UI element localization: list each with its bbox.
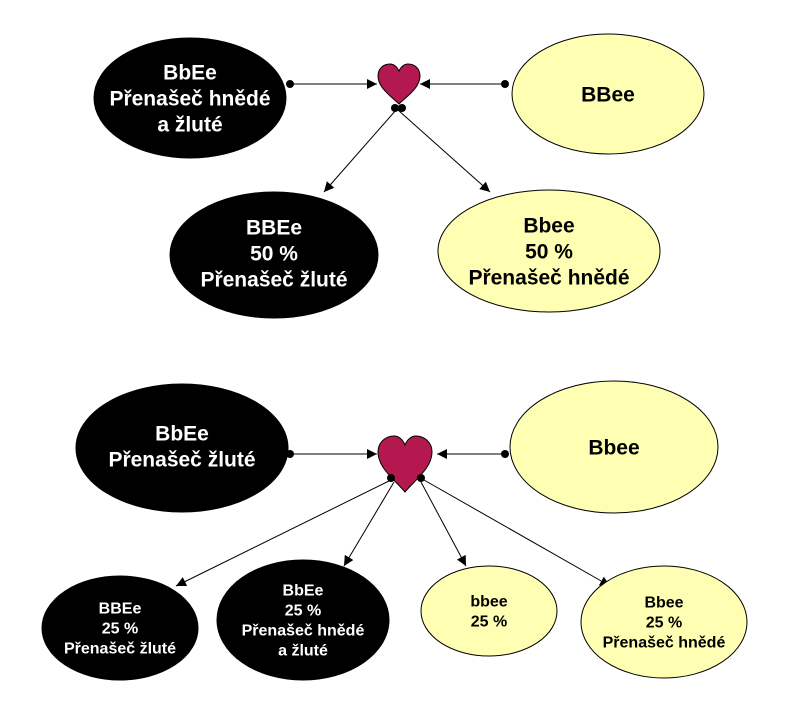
label-line: BBEe bbox=[99, 601, 142, 618]
top-heart-dot-right bbox=[398, 104, 406, 112]
bottom-heart-icon bbox=[377, 435, 433, 493]
label-line: 50 % bbox=[525, 240, 573, 263]
label-line: BBEe bbox=[246, 216, 302, 239]
label-line: Bbee bbox=[644, 595, 683, 612]
bottom-child-1-label: BBEe 25 % Přenašeč žluté bbox=[64, 601, 176, 658]
top-heart-to-child-1-arrow bbox=[323, 109, 397, 193]
label-line: BBee bbox=[581, 83, 635, 106]
top-child-2-label: Bbee 50 % Přenašeč hnědé bbox=[468, 214, 629, 289]
label-line: Přenašeč hnědé bbox=[603, 635, 726, 652]
top-child-1-label: BBEe 50 % Přenašeč žluté bbox=[200, 216, 347, 291]
bottom-child-2-node: BbEe 25 % Přenašeč hnědé a žluté bbox=[216, 559, 390, 681]
top-right-connector-dot bbox=[501, 80, 509, 88]
label-line: a žluté bbox=[157, 113, 222, 136]
bottom-heart-to-child-1-arrow bbox=[175, 479, 392, 587]
label-line: Přenašeč hnědé bbox=[468, 266, 629, 289]
label-line: Přenašeč žluté bbox=[64, 641, 176, 658]
label-line: a žluté bbox=[278, 643, 328, 660]
bottom-heart-to-child-3-arrow bbox=[420, 481, 467, 567]
top-heart-to-child-2-arrow bbox=[397, 109, 491, 193]
label-line: 25 % bbox=[285, 603, 321, 620]
top-child-2-node: Bbee 50 % Přenašeč hnědé bbox=[437, 189, 661, 313]
bottom-parent-right-node: Bbee bbox=[509, 380, 719, 514]
top-child-1-node: BBEe 50 % Přenašeč žluté bbox=[169, 191, 379, 319]
top-parent-right-label: BBee bbox=[581, 83, 635, 106]
label-line: Přenašeč hnědé bbox=[109, 87, 270, 110]
label-line: BbEe bbox=[155, 422, 209, 445]
label-line: Přenašeč hnědé bbox=[242, 623, 365, 640]
bottom-heart-to-child-4-arrow bbox=[423, 479, 611, 587]
label-line: 50 % bbox=[250, 242, 298, 265]
bottom-parent-right-label: Bbee bbox=[588, 436, 639, 459]
label-line: 25 % bbox=[102, 621, 138, 638]
top-parent-right-node: BBee bbox=[511, 33, 705, 155]
label-line: 25 % bbox=[471, 614, 507, 631]
bottom-right-connector-dot bbox=[501, 450, 509, 458]
label-line: BbEe bbox=[163, 61, 217, 84]
label-line: BbEe bbox=[283, 583, 324, 600]
label-line: bbee bbox=[470, 594, 507, 611]
top-heart-icon bbox=[377, 63, 421, 105]
bottom-heart-dot-right bbox=[417, 474, 425, 482]
bottom-child-4-label: Bbee 25 % Přenašeč hnědé bbox=[603, 595, 726, 652]
label-line: Bbee bbox=[588, 436, 639, 459]
label-line: Přenašeč žluté bbox=[108, 448, 255, 471]
top-left-connector-dot bbox=[286, 80, 294, 88]
top-heart-dot-left bbox=[391, 104, 399, 112]
label-line: 25 % bbox=[646, 615, 682, 632]
bottom-child-3-label: bbee 25 % bbox=[470, 594, 507, 631]
bottom-child-3-node: bbee 25 % bbox=[420, 565, 558, 657]
bottom-child-4-node: Bbee 25 % Přenašeč hnědé bbox=[580, 565, 748, 679]
bottom-heart-dot-left bbox=[387, 474, 395, 482]
bottom-child-2-label: BbEe 25 % Přenašeč hnědé a žluté bbox=[242, 583, 365, 660]
label-line: Přenašeč žluté bbox=[200, 268, 347, 291]
bottom-heart-to-child-2-arrow bbox=[343, 481, 395, 567]
bottom-child-1-node: BBEe 25 % Přenašeč žluté bbox=[41, 575, 199, 681]
label-line: Bbee bbox=[523, 214, 574, 237]
